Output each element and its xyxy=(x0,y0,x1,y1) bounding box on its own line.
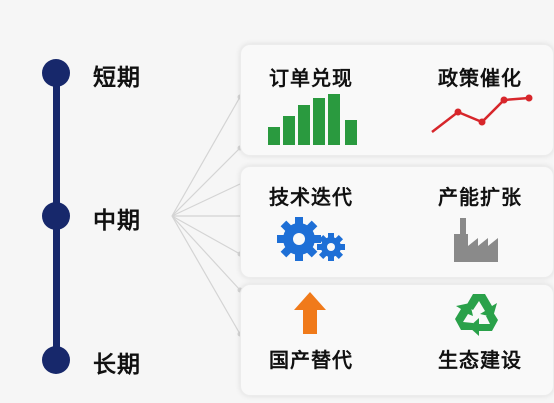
recycle-icon xyxy=(455,294,498,336)
item-title-policy-catalyst: 政策催化 xyxy=(438,66,522,90)
item-title-tech-iteration: 技术迭代 xyxy=(269,185,353,209)
item-title-order-fulfillment: 订单兑现 xyxy=(269,66,353,90)
stage-label-mid: 中期 xyxy=(93,208,141,234)
timeline-dot-mid xyxy=(42,202,70,230)
timeline-dot-short xyxy=(42,59,70,87)
item-title-capacity-expansion: 产能扩张 xyxy=(438,185,522,209)
gears-icon xyxy=(277,217,345,261)
timeline-dot-long xyxy=(42,346,70,374)
line-chart-icon xyxy=(431,94,533,133)
item-title-ecosystem-building: 生态建设 xyxy=(438,348,522,372)
stage-label-short: 短期 xyxy=(93,65,141,91)
item-title-domestic-substitution: 国产替代 xyxy=(269,348,353,372)
factory-icon xyxy=(454,218,498,262)
card-long-term xyxy=(240,284,554,396)
stage-label-long: 长期 xyxy=(93,352,141,378)
card-mid-term xyxy=(240,166,554,278)
up-arrow-icon xyxy=(294,292,326,334)
bar-chart-icon xyxy=(268,94,357,145)
